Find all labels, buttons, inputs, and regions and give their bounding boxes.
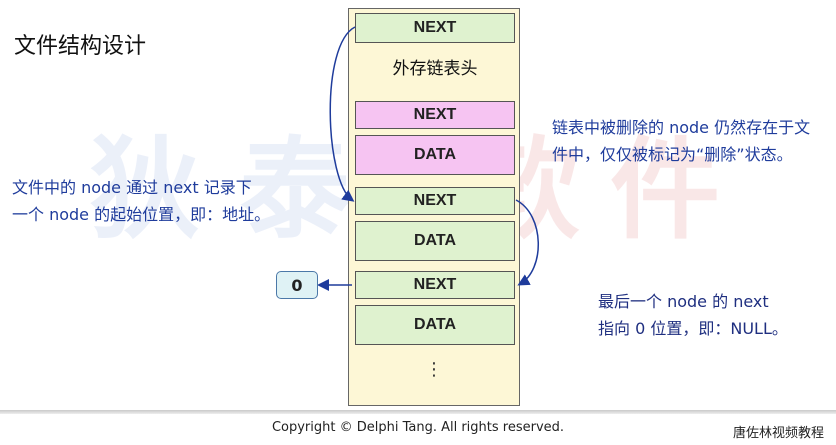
note-line: 指向 0 位置，即：NULL。: [598, 319, 788, 338]
deleted-node-data: DATA: [355, 135, 515, 175]
copyright-text: Copyright © Delphi Tang. All rights rese…: [271, 420, 565, 435]
watermark-char-2: 泰: [240, 126, 350, 254]
node-2-next: NEXT: [355, 187, 515, 215]
page-title: 文件结构设计: [14, 34, 147, 59]
file-structure: NEXT 外存链表头 NEXT DATA NEXT DATA NEXT DATA…: [348, 8, 520, 406]
note-deleted-node: 链表中被删除的 node 仍然存在于文 件中，仅仅被标记为“删除”状态。: [552, 114, 810, 168]
watermark-char-4: 件: [610, 126, 720, 254]
deleted-node-next: NEXT: [355, 101, 515, 129]
note-line: 最后一个 node 的 next: [598, 292, 769, 311]
node-3-next: NEXT: [355, 271, 515, 299]
note-line: 一个 node 的起始位置，即：地址。: [12, 205, 271, 224]
note-next-address: 文件中的 node 通过 next 记录下 一个 node 的起始位置，即：地址…: [12, 174, 270, 228]
node-3-data: DATA: [355, 305, 515, 345]
arrow-node-to-node: [515, 199, 539, 286]
list-header-label: 外存链表头: [392, 59, 478, 79]
note-last-node-null: 最后一个 node 的 next 指向 0 位置，即：NULL。: [598, 288, 788, 342]
note-line: 件中，仅仅被标记为“删除”状态。: [552, 145, 793, 164]
watermark-char-1: 狄: [90, 126, 200, 254]
author-text: 唐佐林视频教程: [732, 426, 824, 441]
null-address-box: 0: [276, 271, 318, 299]
watermark: 狄 泰 软 件: [90, 100, 740, 254]
ellipsis: ⋮: [425, 359, 443, 380]
footer-divider: [0, 410, 836, 414]
arrow-header-to-node: [329, 26, 356, 202]
note-line: 文件中的 node 通过 next 记录下: [12, 178, 252, 197]
node-2-data: DATA: [355, 221, 515, 261]
header-next-slot: NEXT: [355, 13, 515, 43]
note-line: 链表中被删除的 node 仍然存在于文: [552, 118, 811, 137]
